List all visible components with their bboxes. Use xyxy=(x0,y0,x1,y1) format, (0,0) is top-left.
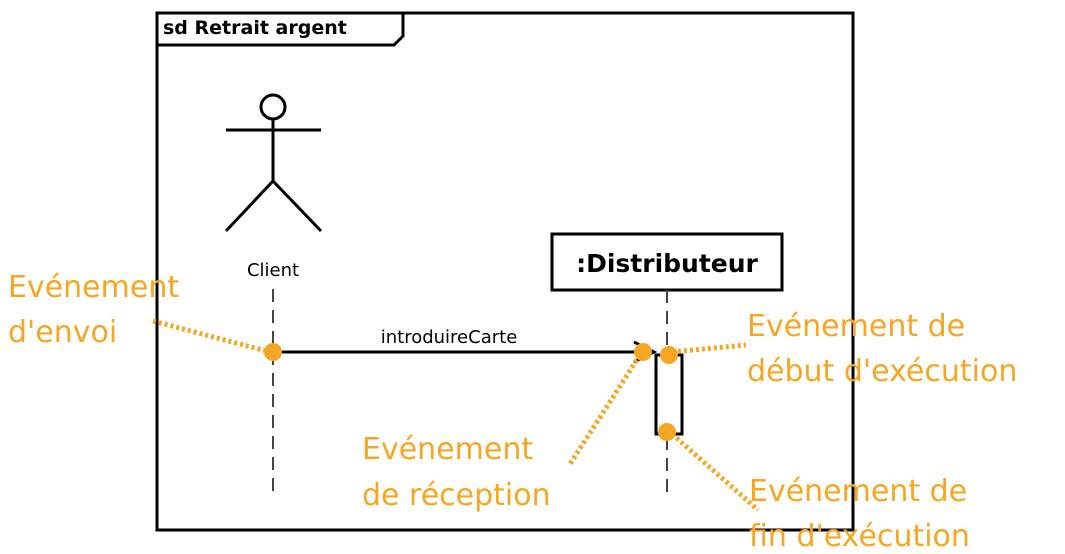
annotation-leaders xyxy=(152,318,760,512)
actor-figure-icon xyxy=(224,93,323,233)
exec-start-marker xyxy=(660,346,678,364)
exec-end-marker xyxy=(658,423,676,441)
annotation-exec-start-line2: début d'exécution xyxy=(747,354,1017,389)
annotation-receive-line1: Evénement xyxy=(362,432,533,467)
receive-event-marker xyxy=(634,343,652,361)
annotation-exec-start-line1: Evénement de xyxy=(747,309,965,344)
actor-label: Client xyxy=(247,260,299,281)
frame-border xyxy=(155,11,855,532)
send-event-marker xyxy=(264,343,282,361)
annotation-send-line2: d'envoi xyxy=(8,315,117,350)
annotation-exec-end-line1: Evénement de xyxy=(749,474,967,509)
annotation-exec-end-line2: fin d'exécution xyxy=(749,519,970,554)
execution-occurrence xyxy=(654,353,684,436)
distributeur-box xyxy=(550,232,784,292)
frame-title-tab xyxy=(157,13,405,47)
distributeur-title: :Distributeur xyxy=(576,249,758,278)
message-label: introduireCarte xyxy=(381,327,518,348)
frame-title: sd Retrait argent xyxy=(163,17,347,39)
annotation-receive-line2: de réception xyxy=(362,478,551,513)
annotation-send-line1: Evénement xyxy=(8,270,179,305)
